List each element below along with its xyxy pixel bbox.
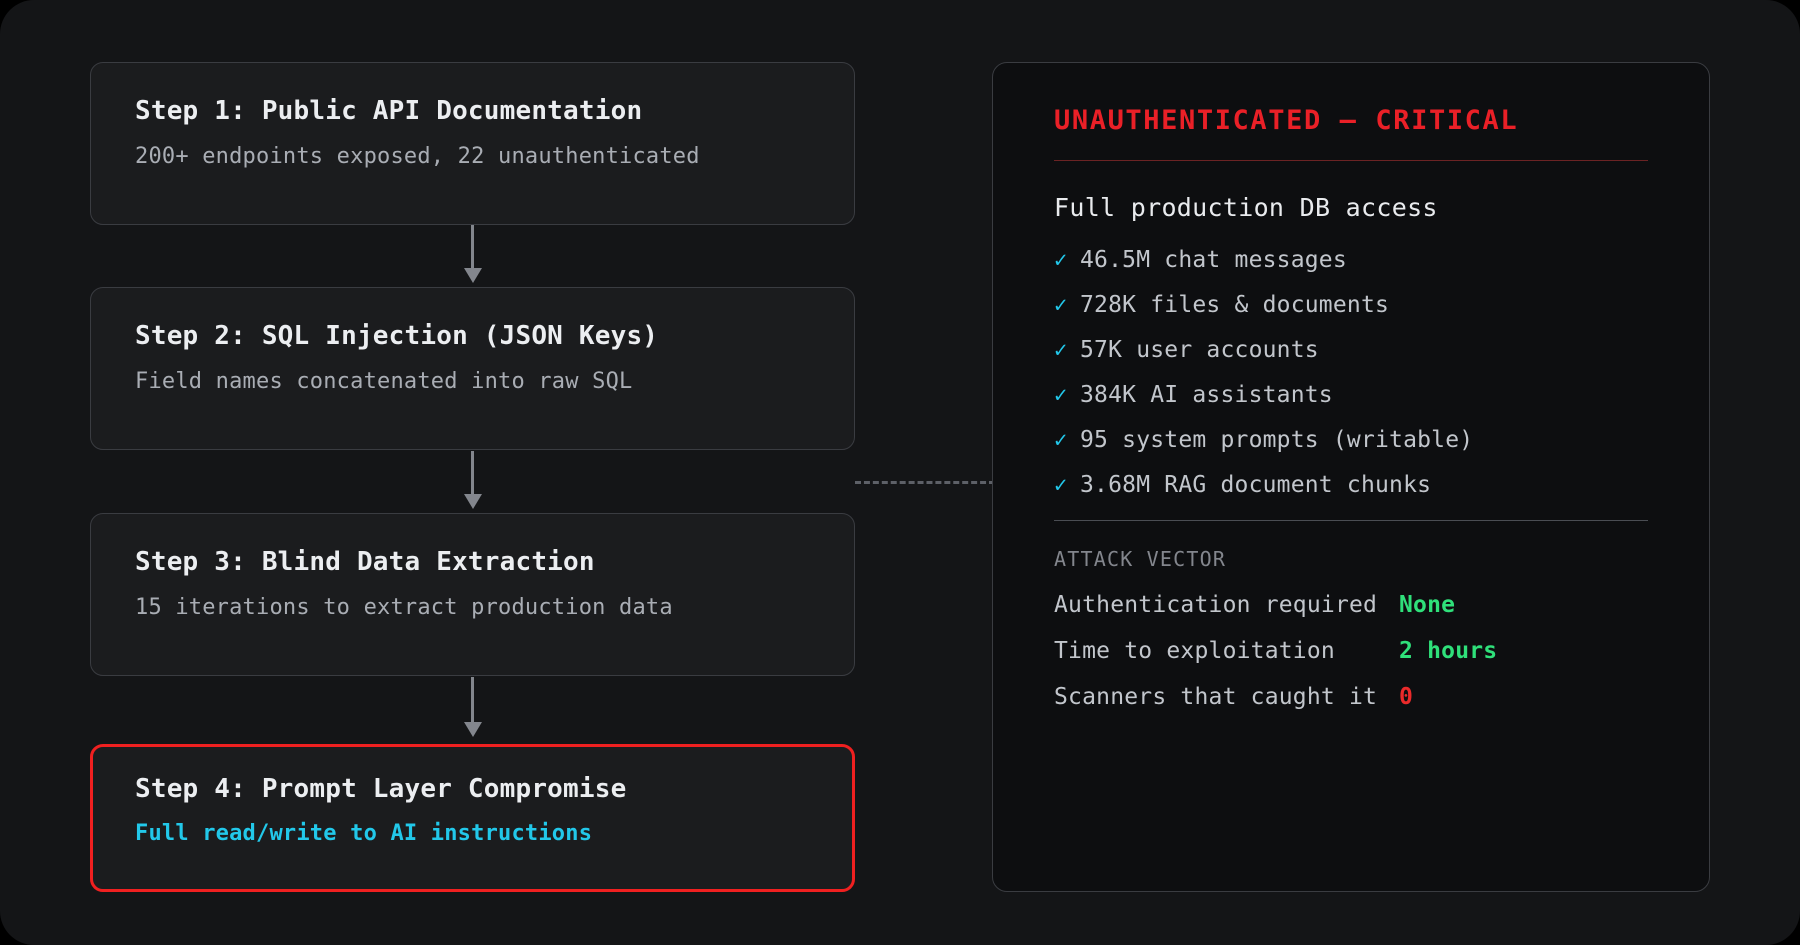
finding-label: 384K AI assistants — [1080, 382, 1333, 408]
finding-label: 46.5M chat messages — [1080, 247, 1347, 273]
panel-heading: Full production DB access — [1054, 193, 1438, 222]
panel-severity-title: UNAUTHENTICATED — CRITICAL — [1054, 105, 1519, 136]
step-card-subtitle: 15 iterations to extract production data — [135, 594, 673, 620]
list-item: ✓ 728K files & documents — [1054, 294, 1648, 317]
section-divider — [1054, 520, 1648, 521]
metric-key: Scanners that caught it — [1054, 684, 1378, 710]
finding-label: 728K files & documents — [1080, 292, 1390, 318]
section-label-attack-vector: ATTACK VECTOR — [1054, 547, 1227, 571]
metric-value: None — [1399, 592, 1456, 618]
finding-label: 57K user accounts — [1080, 337, 1319, 363]
finding-label: 3.68M RAG document chunks — [1080, 472, 1432, 498]
step-card-1: Step 1: Public API Documentation 200+ en… — [90, 62, 855, 225]
list-item: ✓ 384K AI assistants — [1054, 384, 1648, 407]
step-card-2: Step 2: SQL Injection (JSON Keys) Field … — [90, 287, 855, 450]
check-icon: ✓ — [1054, 428, 1068, 453]
step-card-title: Step 3: Blind Data Extraction — [135, 547, 595, 577]
list-item: ✓ 95 system prompts (writable) — [1054, 429, 1648, 452]
step-card-title: Step 4: Prompt Layer Compromise — [135, 774, 627, 804]
metric-row: Authentication required None — [1054, 594, 1648, 617]
arrow-down-icon — [464, 677, 482, 737]
step-card-subtitle: 200+ endpoints exposed, 22 unauthenticat… — [135, 143, 700, 169]
step-card-title: Step 1: Public API Documentation — [135, 96, 643, 126]
arrow-down-icon — [464, 451, 482, 509]
attack-chain-flow: Step 1: Public API Documentation 200+ en… — [90, 62, 855, 892]
check-icon: ✓ — [1054, 338, 1068, 363]
list-item: ✓ 3.68M RAG document chunks — [1054, 474, 1648, 497]
title-divider — [1054, 160, 1648, 161]
arrow-down-icon — [464, 225, 482, 283]
check-icon: ✓ — [1054, 383, 1068, 408]
step-card-3: Step 3: Blind Data Extraction 15 iterati… — [90, 513, 855, 676]
metric-value: 0 — [1399, 684, 1414, 710]
finding-label: 95 system prompts (writable) — [1080, 427, 1474, 453]
metric-key: Authentication required — [1054, 592, 1378, 618]
metric-key: Time to exploitation — [1054, 638, 1335, 664]
step-card-title: Step 2: SQL Injection (JSON Keys) — [135, 321, 659, 351]
dashed-connector — [855, 481, 995, 484]
check-icon: ✓ — [1054, 473, 1068, 498]
metric-row: Scanners that caught it 0 — [1054, 686, 1648, 709]
impact-panel: UNAUTHENTICATED — CRITICAL Full producti… — [992, 62, 1710, 892]
step-card-subtitle: Field names concatenated into raw SQL — [135, 368, 633, 394]
step-card-subtitle: Full read/write to AI instructions — [135, 820, 593, 846]
check-icon: ✓ — [1054, 293, 1068, 318]
list-item: ✓ 57K user accounts — [1054, 339, 1648, 362]
attack-vector-metrics: Authentication required None Time to exp… — [1054, 594, 1648, 709]
findings-list: ✓ 46.5M chat messages ✓ 728K files & doc… — [1054, 249, 1648, 497]
step-card-4-highlighted: Step 4: Prompt Layer Compromise Full rea… — [90, 744, 855, 892]
metric-value: 2 hours — [1399, 638, 1498, 664]
check-icon: ✓ — [1054, 248, 1068, 273]
metric-row: Time to exploitation 2 hours — [1054, 640, 1648, 663]
list-item: ✓ 46.5M chat messages — [1054, 249, 1648, 272]
